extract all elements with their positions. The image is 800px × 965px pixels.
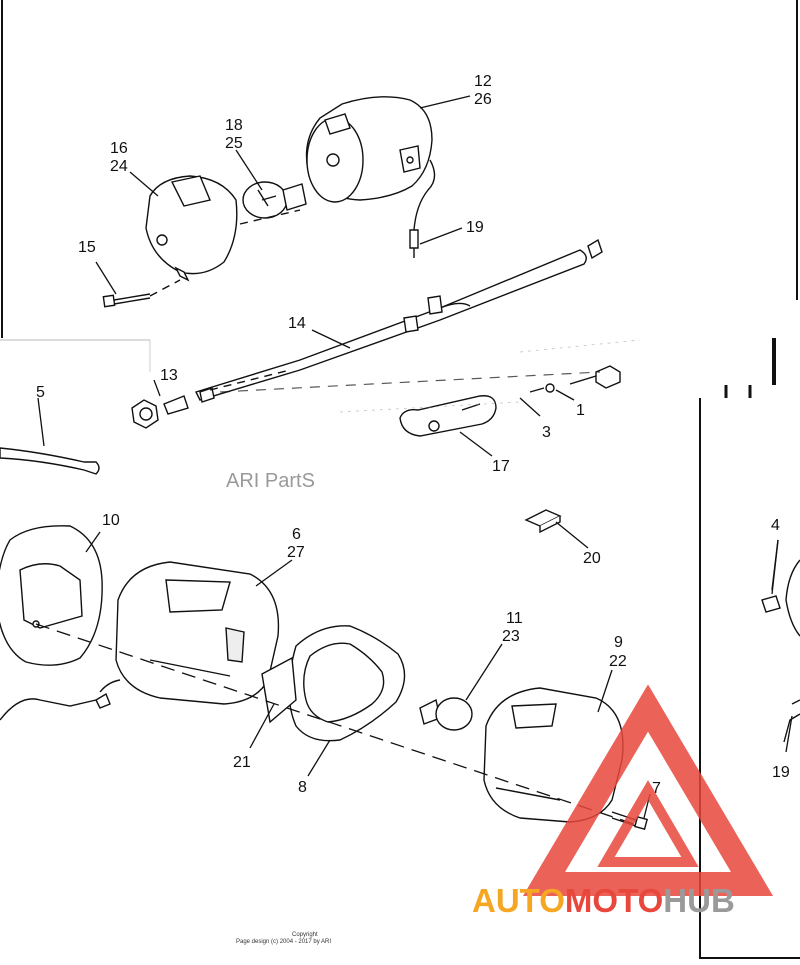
watermark-text: ARI PartS	[226, 470, 315, 492]
lamp-body	[115, 561, 280, 705]
copyright-label: Copyright	[292, 932, 318, 938]
lower-bulb	[419, 697, 473, 731]
mounting-bar	[195, 238, 603, 401]
bolt-and-washer	[529, 365, 621, 393]
callout-9: 9	[614, 634, 623, 651]
back-plate	[0, 525, 103, 666]
callout-23: 23	[502, 628, 520, 645]
scan-artifacts	[149, 339, 641, 413]
gasket	[261, 656, 297, 724]
callout-5: 5	[36, 384, 45, 401]
callout-18: 18	[225, 117, 243, 134]
logo-part-auto: AUTO	[472, 882, 565, 919]
callout-4: 4	[771, 517, 780, 534]
callout-21: 21	[233, 754, 251, 771]
callout-19-lower: 19	[772, 764, 790, 781]
callout-14: 14	[288, 315, 306, 332]
lens-frame	[288, 625, 406, 742]
callout-10: 10	[102, 512, 120, 529]
leader-lines	[37, 95, 793, 819]
callout-25: 25	[225, 135, 243, 152]
upper-lens-cap	[145, 175, 238, 282]
callout-17: 17	[492, 458, 510, 475]
upper-bulb	[242, 181, 307, 219]
upper-lamp-housing	[305, 96, 436, 258]
callout-12: 12	[474, 73, 492, 90]
automotohub-logo: AUTOMOTOHUB	[472, 684, 774, 919]
callout-19-upper: 19	[466, 219, 484, 236]
logo-part-hub: HUB	[663, 882, 735, 919]
callout-8: 8	[298, 779, 307, 796]
callout-labels: 12 26 18 25 16 24 15 19 14 13 5 3 1 17 2…	[36, 73, 790, 797]
callout-1: 1	[576, 402, 585, 419]
upper-screw	[102, 209, 301, 308]
callout-16: 16	[110, 140, 128, 157]
callout-22: 22	[609, 653, 627, 670]
callout-7: 7	[652, 780, 661, 797]
callout-26: 26	[474, 91, 492, 108]
callout-3: 3	[542, 424, 551, 441]
connector	[399, 395, 497, 437]
logo-text: AUTOMOTOHUB	[472, 882, 735, 919]
callout-13: 13	[160, 367, 178, 384]
logo-part-moto: MOTO	[565, 882, 663, 919]
clip	[524, 509, 562, 534]
callout-20: 20	[583, 550, 601, 567]
callout-27: 27	[287, 544, 305, 561]
callout-24: 24	[110, 158, 128, 175]
rod	[0, 447, 100, 475]
nut-and-stud	[131, 369, 291, 429]
callout-15: 15	[78, 239, 96, 256]
copyright-notice: Page design (c) 2004 - 2017 by ARI	[236, 939, 331, 945]
wire-harness	[0, 679, 121, 721]
callout-6: 6	[292, 526, 301, 543]
callout-11: 11	[506, 610, 523, 627]
